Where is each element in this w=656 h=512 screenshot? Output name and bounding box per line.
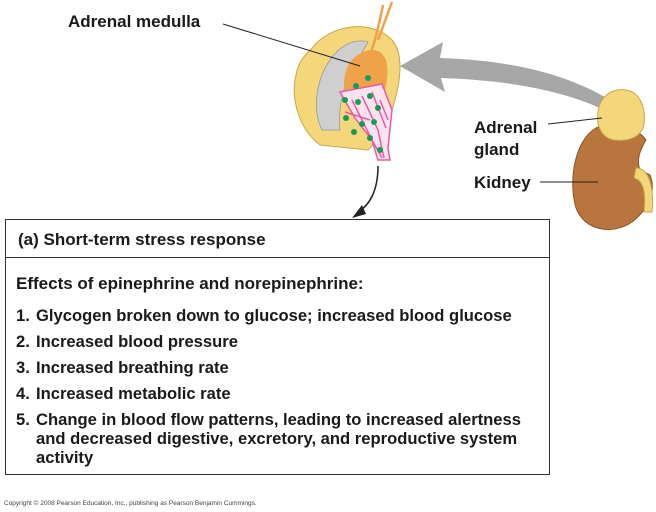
stress-response-box: (a) Short-term stress response Effects o… xyxy=(5,219,550,475)
item-text: Change in blood flow patterns, leading t… xyxy=(36,410,521,467)
effects-title: Effects of epinephrine and norepinephrin… xyxy=(16,274,364,293)
adrenal-medulla-label: Adrenal medulla xyxy=(68,12,201,31)
adrenal-gland-leader xyxy=(547,117,603,125)
gray-arrow xyxy=(400,42,610,108)
curved-arrow-head xyxy=(352,205,366,218)
list-item: 3. Increased breathing rate xyxy=(16,358,549,377)
adrenal-gland-label-line1: Adrenal xyxy=(474,118,538,137)
adrenal-gland-label-line2: gland xyxy=(474,140,520,159)
list-item: 1. Glycogen broken down to glucose; incre… xyxy=(16,306,549,325)
item-number: 4. xyxy=(16,384,30,403)
adrenal-gland-section xyxy=(293,1,401,161)
curved-arrow xyxy=(357,165,379,213)
item-number: 5. xyxy=(16,410,30,429)
adrenal-medulla-leader xyxy=(222,23,361,67)
ureter xyxy=(633,167,653,213)
list-item: 5. Change in blood flow patterns, leading… xyxy=(16,410,549,467)
item-number: 3. xyxy=(16,358,30,377)
item-text: Increased breathing rate xyxy=(36,358,229,377)
secretory-cells xyxy=(342,75,383,153)
box-body: Effects of epinephrine and norepinephrin… xyxy=(6,274,549,467)
box-title: (a) Short-term stress response xyxy=(6,220,549,258)
effects-list: 1. Glycogen broken down to glucose; incre… xyxy=(16,306,549,467)
nerve-fiber xyxy=(354,1,394,73)
item-text: Increased metabolic rate xyxy=(36,384,231,403)
adrenal-gland-icon xyxy=(597,89,645,141)
item-text: Increased blood pressure xyxy=(36,332,238,351)
list-item: 2. Increased blood pressure xyxy=(16,332,549,351)
kidney-label: Kidney xyxy=(474,173,531,192)
kidney-illustration xyxy=(572,89,653,230)
list-item: 4. Increased metabolic rate xyxy=(16,384,549,403)
item-number: 2. xyxy=(16,332,30,351)
item-text: Glycogen broken down to glucose; increas… xyxy=(36,306,512,325)
item-number: 1. xyxy=(16,306,30,325)
copyright-notice: Copyright © 2008 Pearson Education, Inc.… xyxy=(4,500,257,507)
